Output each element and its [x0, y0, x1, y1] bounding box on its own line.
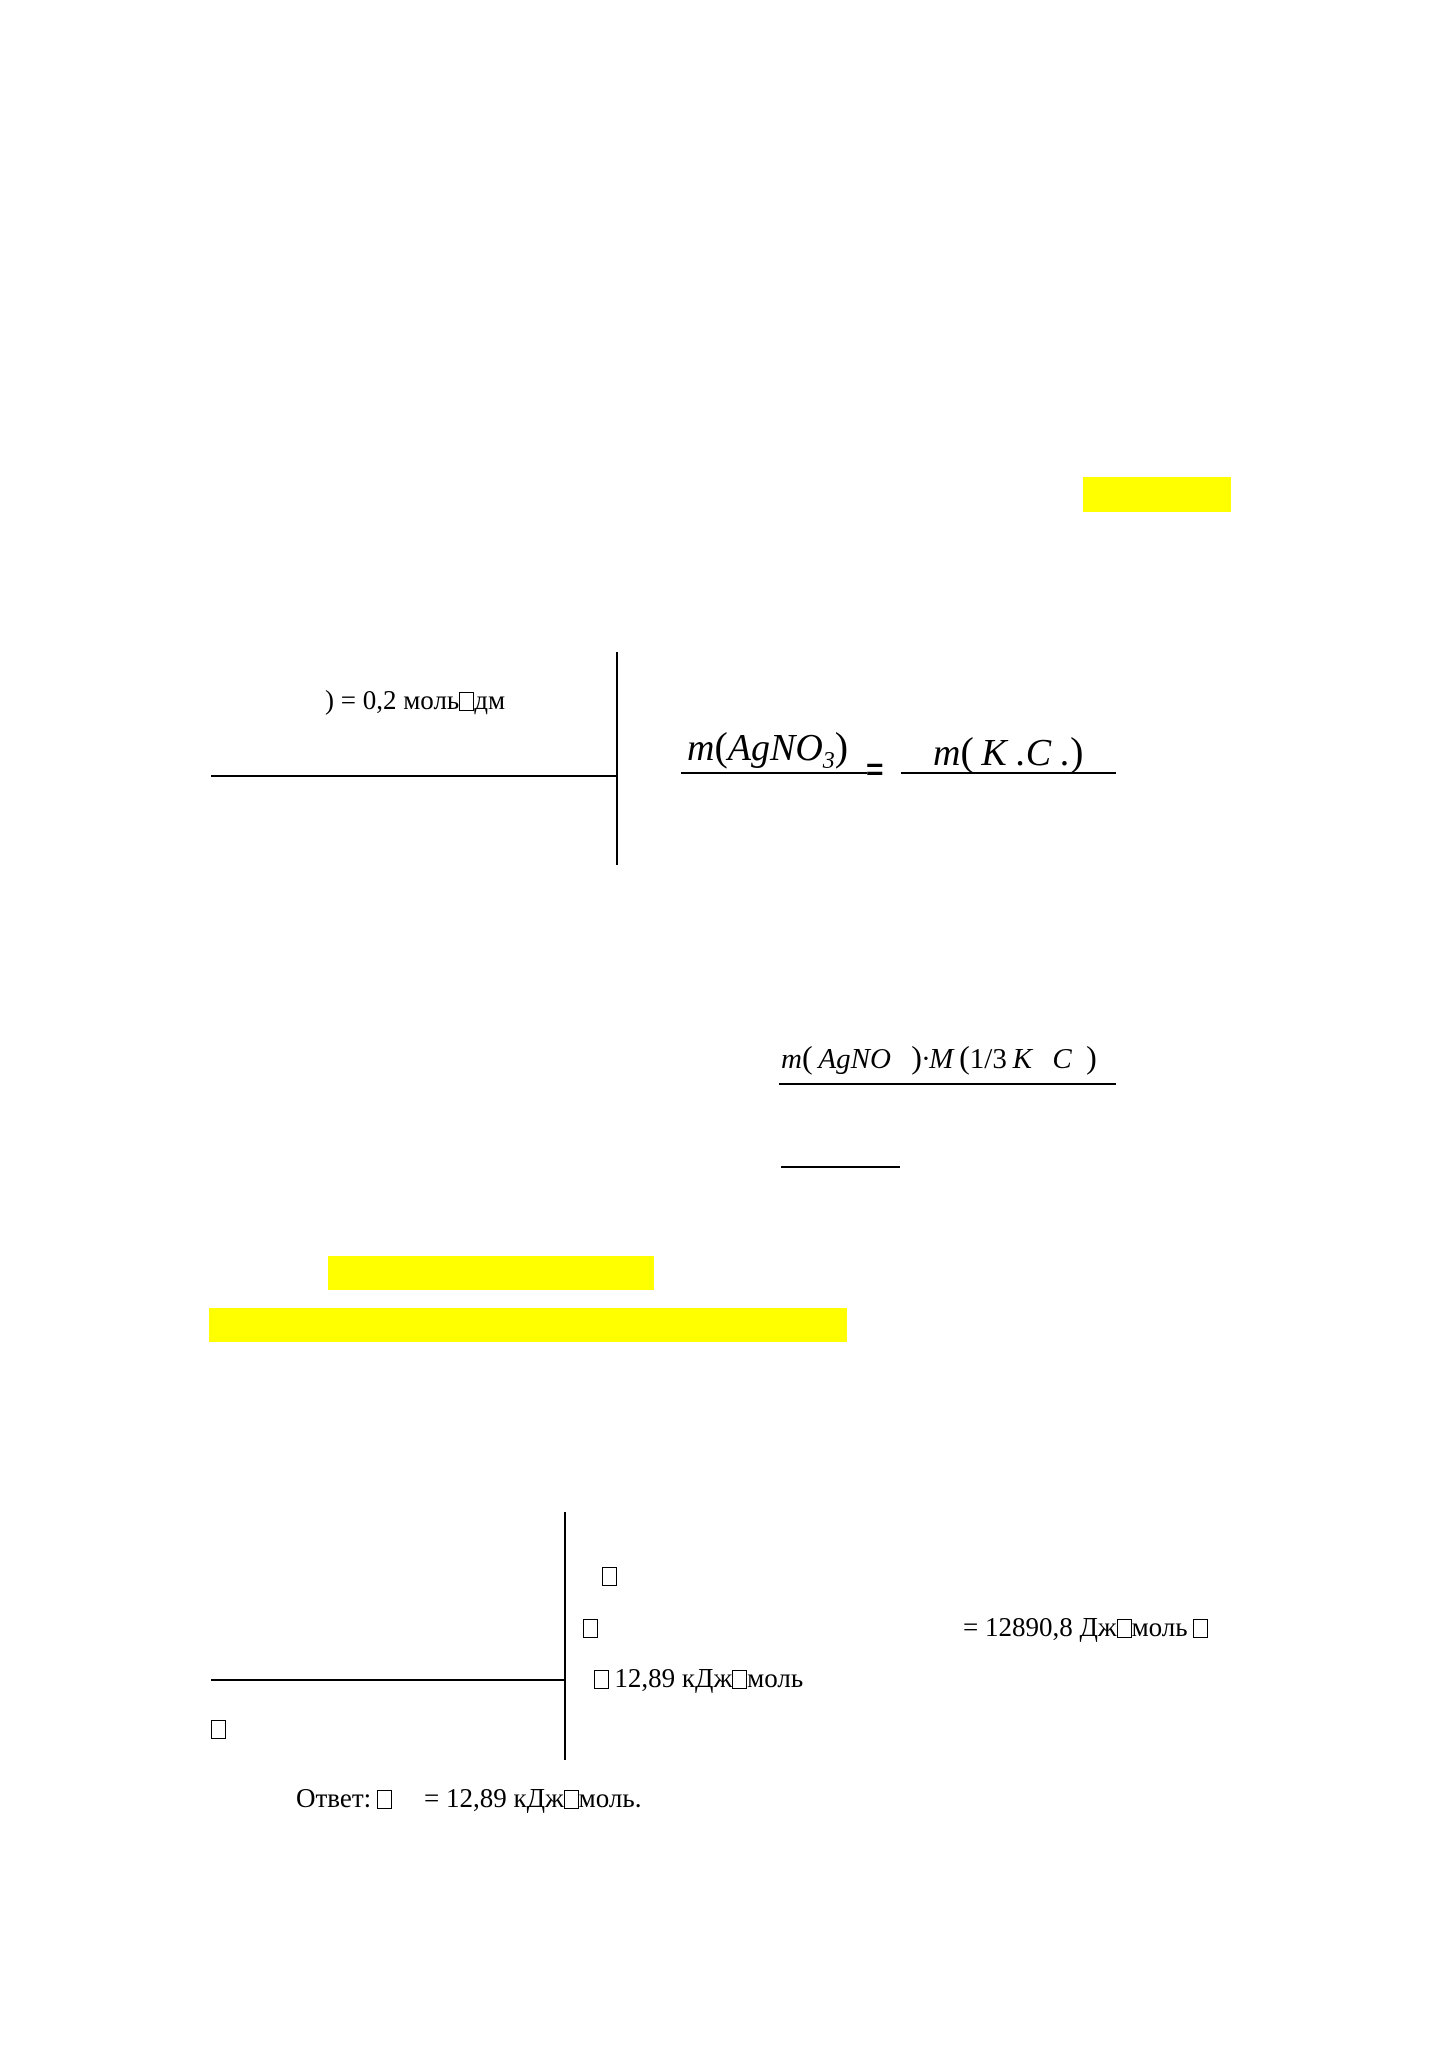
missing-glyph-icon	[732, 1670, 748, 1689]
missing-glyph-icon	[594, 1670, 609, 1689]
missing-glyph-icon	[459, 692, 475, 711]
missing-glyph-icon	[563, 1790, 579, 1809]
given-solution-divider-vertical-1	[616, 652, 618, 865]
calculation-numerator: m( AgNO )·M (1/3 K C )	[781, 1039, 1097, 1075]
highlight-bar-2	[328, 1256, 654, 1290]
answer-line: Ответ: = 12,89 кДж моль.	[296, 1782, 641, 1814]
given-solution-divider-vertical-2	[564, 1512, 566, 1760]
missing-glyph-row-1	[602, 1559, 617, 1591]
equals-sign: =	[866, 753, 884, 786]
missing-glyph-icon	[376, 1790, 392, 1809]
missing-glyph-icon	[1193, 1619, 1208, 1638]
missing-glyph-icon	[1116, 1619, 1132, 1638]
fraction-bar-left	[681, 772, 867, 774]
missing-glyph-row-3	[211, 1712, 226, 1744]
answer-label: Ответ:	[296, 1783, 372, 1813]
answer-unit: моль.	[578, 1783, 642, 1813]
given-concentration-unit: дм	[474, 685, 506, 715]
calculation-fraction-bar	[779, 1083, 1116, 1085]
fraction-bar-right	[901, 772, 1116, 774]
highlight-bar-1	[1083, 477, 1231, 512]
missing-glyph-icon	[602, 1567, 617, 1586]
given-concentration-text: ) = 0,2 моль	[325, 685, 460, 715]
answer-value: = 12,89 кДж	[424, 1783, 564, 1813]
formula-right-numerator: m( K .C .)	[933, 729, 1084, 775]
formula-left-numerator: m(AgNO3)	[687, 724, 849, 775]
calculation-fraction-bar-short	[781, 1166, 900, 1168]
given-concentration: ) = 0,2 моль дм	[325, 684, 505, 716]
given-solution-divider-horizontal-2	[211, 1679, 565, 1681]
missing-glyph-icon	[211, 1720, 226, 1739]
missing-glyph-icon	[583, 1619, 598, 1638]
given-solution-divider-horizontal-1	[211, 775, 617, 777]
missing-glyph-row-2	[583, 1611, 598, 1643]
highlight-bar-3	[209, 1308, 847, 1342]
